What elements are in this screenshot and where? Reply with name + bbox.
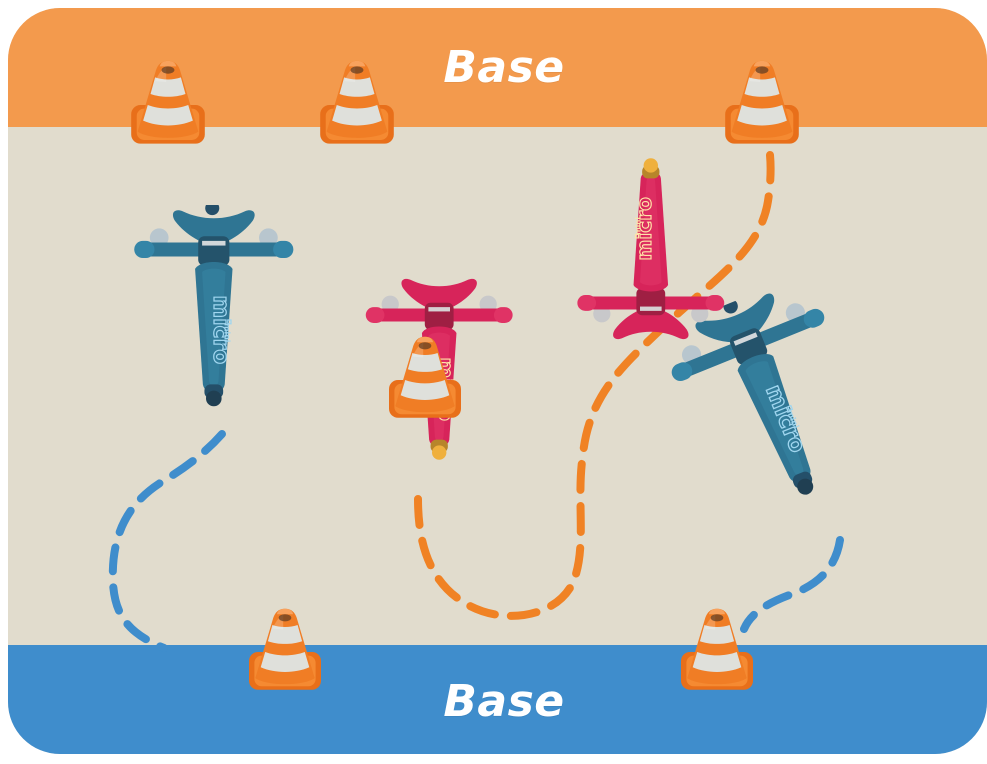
top-base-label: Base xyxy=(443,42,565,93)
bottom-base-zone xyxy=(8,645,987,754)
blue-path-left xyxy=(108,430,226,652)
bottom-base-label: Base xyxy=(443,676,565,727)
orange-path xyxy=(414,151,775,620)
blue-path-right xyxy=(740,536,844,633)
